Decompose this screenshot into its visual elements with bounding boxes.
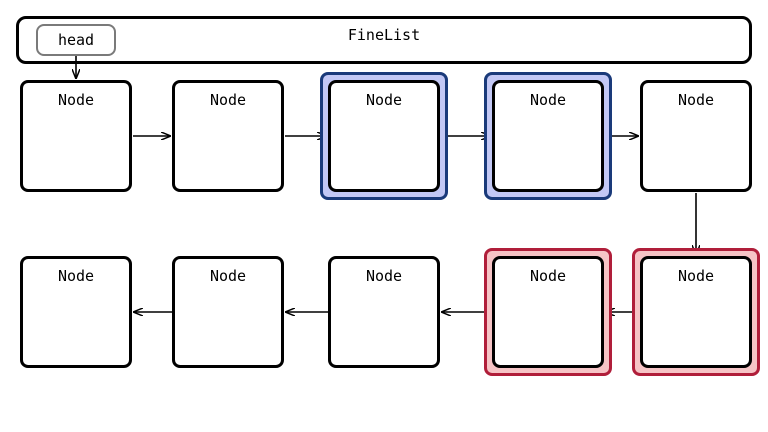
node-label: Node: [209, 267, 247, 285]
list-node: Node: [328, 256, 440, 368]
list-node: Node: [640, 80, 752, 192]
list-node: Node: [172, 80, 284, 192]
node-label: Node: [677, 91, 715, 109]
head-pointer: head: [36, 24, 116, 56]
node-label: Node: [529, 91, 567, 109]
list-node: Node: [172, 256, 284, 368]
list-node: Node: [492, 80, 604, 192]
list-node: Node: [492, 256, 604, 368]
list-node: Node: [20, 80, 132, 192]
node-label: Node: [209, 91, 247, 109]
node-label: Node: [677, 267, 715, 285]
finelist-container: FineList: [16, 16, 752, 64]
container-title: FineList: [347, 26, 421, 44]
list-node: Node: [640, 256, 752, 368]
list-node: Node: [328, 80, 440, 192]
node-label: Node: [57, 91, 95, 109]
node-label: Node: [57, 267, 95, 285]
node-label: Node: [365, 91, 403, 109]
node-label: Node: [365, 267, 403, 285]
node-label: Node: [529, 267, 567, 285]
list-node: Node: [20, 256, 132, 368]
